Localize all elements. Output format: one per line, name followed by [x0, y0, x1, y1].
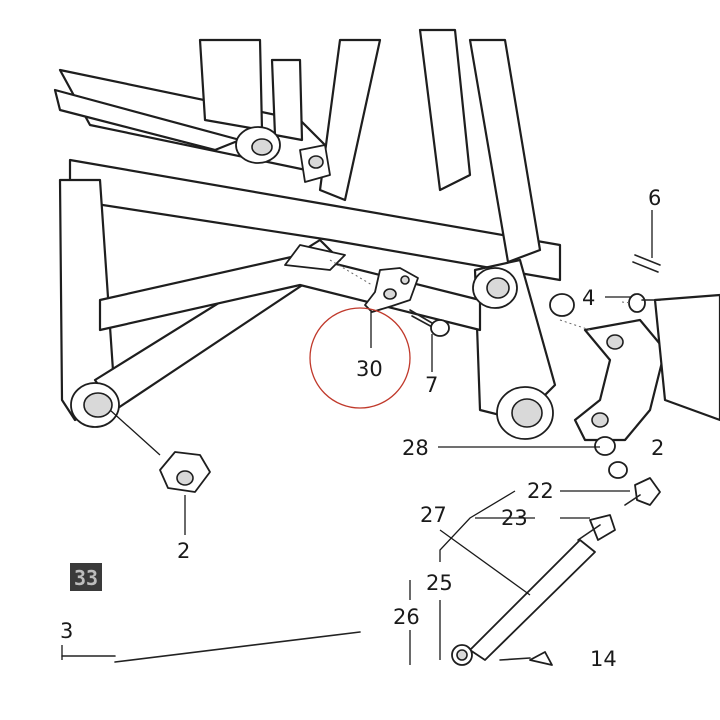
part-stud-6 [632, 254, 661, 273]
callout-2: 2 [177, 539, 190, 563]
callout-14: 14 [590, 647, 617, 671]
part-spacer-4 [628, 293, 661, 313]
callout-3: 3 [60, 619, 73, 643]
frame-drawing [53, 28, 720, 442]
part-bracket-30 [364, 267, 419, 313]
part-bolt-7 [409, 309, 450, 337]
callout-22: 22 [527, 479, 554, 503]
leader-lines [61, 210, 653, 665]
callout-28: 28 [402, 436, 429, 460]
callout-27: 27 [420, 503, 447, 527]
badge-33-text: 33 [74, 566, 98, 590]
part-rod-end-22 [624, 477, 661, 506]
part-bushing-28 [594, 436, 628, 479]
callout-4: 4 [582, 286, 595, 310]
part-nut-2 [159, 451, 211, 493]
part-lower-line-3 [61, 631, 531, 663]
highlight-circle [309, 307, 411, 409]
callout-30: 30 [356, 357, 383, 381]
callout-23: 23 [501, 506, 528, 530]
callout-25: 25 [426, 571, 453, 595]
callout-6: 6 [648, 186, 661, 210]
callout-26: 26 [393, 605, 420, 629]
part-shock-rod-25 [451, 514, 616, 666]
callout-7: 7 [425, 373, 438, 397]
callout-labels: 30 7 2 28 22 23 27 25 26 3 14 4 6 2 [60, 186, 664, 671]
callout-2-right: 2 [651, 436, 664, 460]
badge-33: 33 [70, 563, 102, 591]
assembly-lines [329, 259, 633, 331]
